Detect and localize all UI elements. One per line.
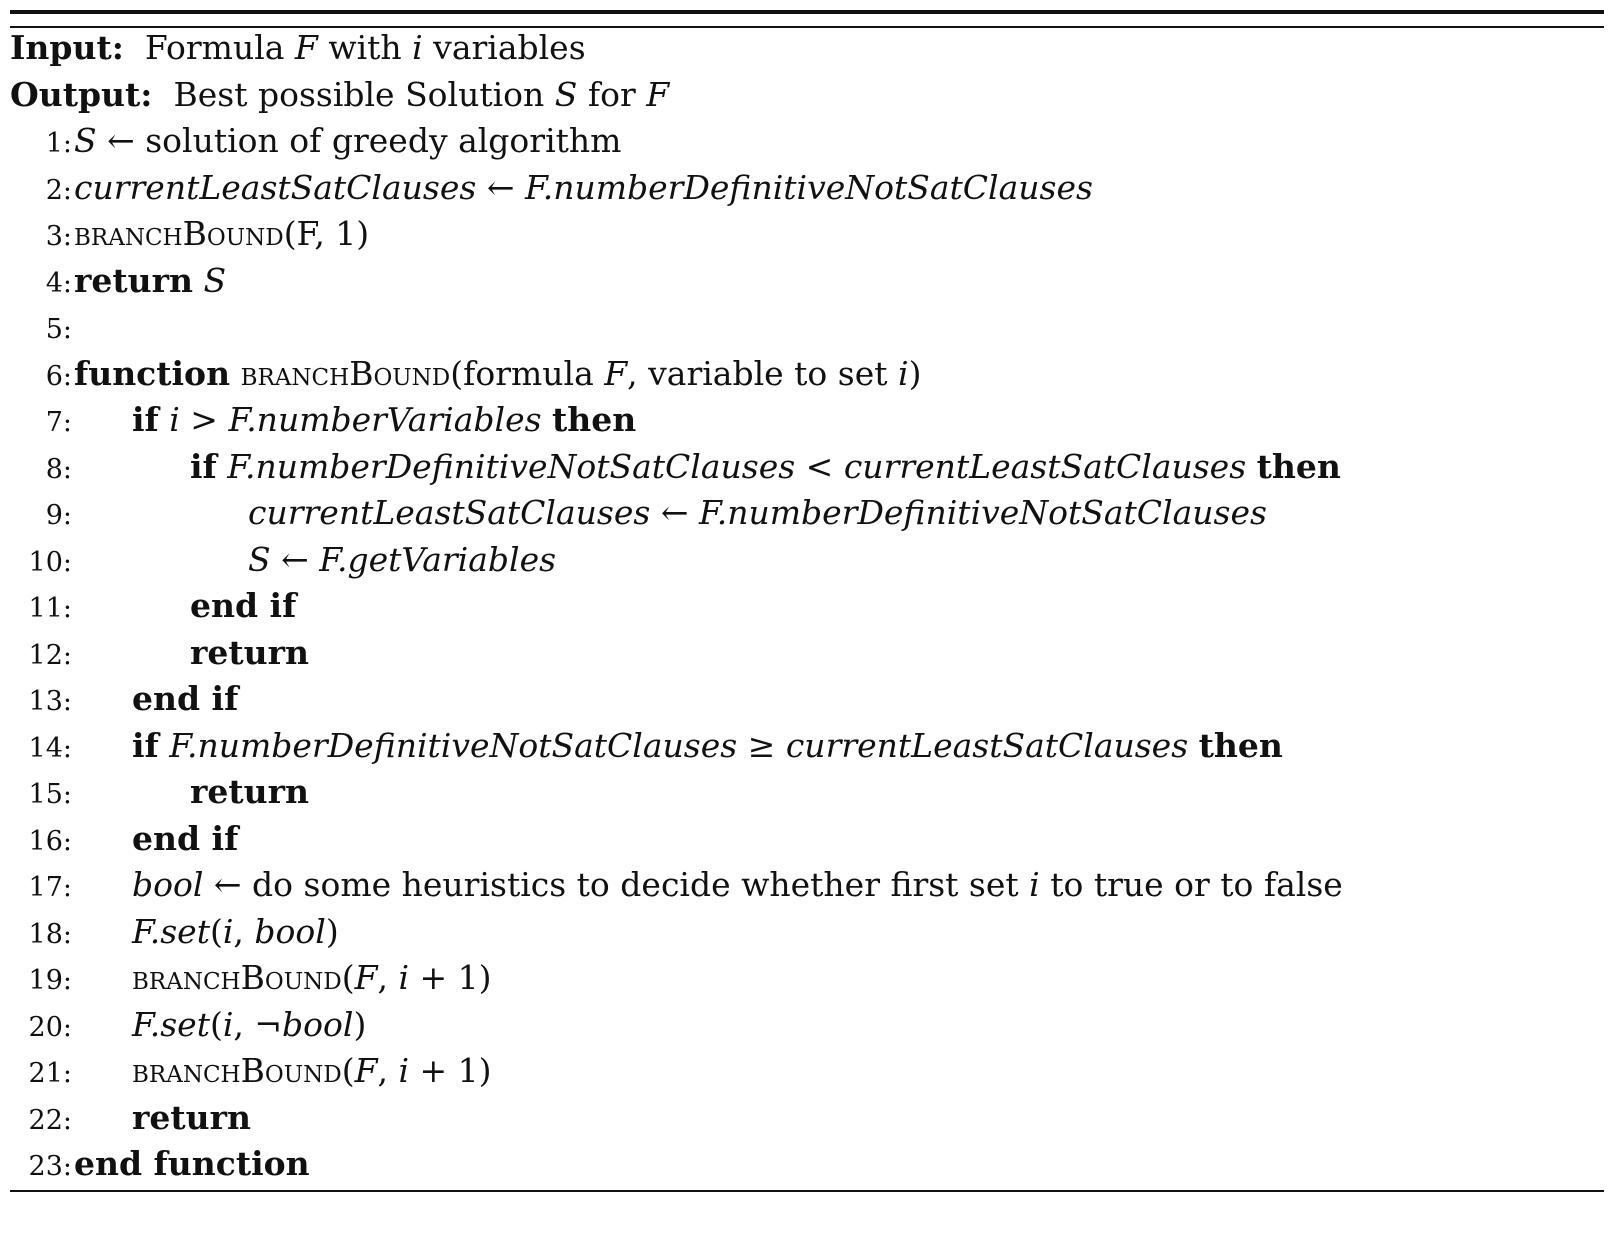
line-number: 15: <box>28 779 72 810</box>
line-content: currentLeastSatClauses ← F.numberDefinit… <box>248 493 1267 532</box>
code-line-9: 9: currentLeastSatClauses ← F.numberDefi… <box>10 493 1267 533</box>
line-content: bool ← do some heuristics to decide whet… <box>132 865 1343 904</box>
line-number: 2: <box>45 175 72 206</box>
line-content: end if <box>132 819 239 858</box>
line-number: 6: <box>45 361 72 392</box>
input-label: Input: <box>10 28 124 67</box>
code-line-11: 11: end if <box>10 586 297 626</box>
line-content: if F.numberDefinitiveNotSatClauses < cur… <box>190 447 1341 486</box>
line-number: 3: <box>45 221 72 252</box>
line-number: 7: <box>45 407 72 438</box>
line-content: branchBound(F, i + 1) <box>132 1051 492 1090</box>
code-line-19: 19: branchBound(F, i + 1) <box>10 958 492 998</box>
line-number: 11: <box>28 593 72 624</box>
code-line-23: 23: end function <box>10 1144 310 1184</box>
line-content: S ← F.getVariables <box>248 540 557 579</box>
line-number: 5: <box>45 314 72 345</box>
line-number: 4: <box>45 268 72 299</box>
line-number: 13: <box>28 686 72 717</box>
line-content: return <box>190 633 309 672</box>
code-line-2: 2: currentLeastSatClauses ← F.numberDefi… <box>10 168 1093 208</box>
line-number: 17: <box>28 872 72 903</box>
code-line-5: 5: <box>10 307 72 347</box>
input-line: Input: Formula F with i variables <box>10 28 586 68</box>
output-label: Output: <box>10 75 153 114</box>
code-line-21: 21: branchBound(F, i + 1) <box>10 1051 492 1091</box>
line-number: 12: <box>28 640 72 671</box>
line-number: 22: <box>28 1105 72 1136</box>
code-line-7: 7: if i > F.numberVariables then <box>10 400 637 440</box>
line-number: 19: <box>28 965 72 996</box>
code-line-17: 17: bool ← do some heuristics to decide … <box>10 865 1343 905</box>
input-text: Formula F with i variables <box>144 28 586 67</box>
code-line-6: 6: function branchBound(formula F, varia… <box>10 354 922 394</box>
line-content: if i > F.numberVariables then <box>132 400 637 439</box>
output-text: Best possible Solution S for F <box>173 75 670 114</box>
line-number: 10: <box>28 547 72 578</box>
caption-rule <box>10 26 1604 28</box>
code-line-15: 15: return <box>10 772 309 812</box>
code-line-3: 3: branchBound(F, 1) <box>10 214 369 254</box>
line-content: function branchBound(formula F, variable… <box>74 354 922 393</box>
code-line-13: 13: end if <box>10 679 239 719</box>
line-content: return <box>132 1098 251 1137</box>
code-line-14: 14: if F.numberDefinitiveNotSatClauses ≥… <box>10 726 1283 766</box>
code-line-12: 12: return <box>10 633 309 673</box>
line-content: F.set(i, bool) <box>132 912 339 951</box>
code-line-22: 22: return <box>10 1098 251 1138</box>
bottom-rule <box>10 1190 1604 1192</box>
output-line: Output: Best possible Solution S for F <box>10 75 669 115</box>
line-content: end if <box>190 586 297 625</box>
line-content: S ← solution of greedy algorithm <box>74 121 622 160</box>
line-content: branchBound(F, i + 1) <box>132 958 492 997</box>
line-number: 14: <box>28 733 72 764</box>
line-number: 8: <box>45 454 72 485</box>
line-content: end if <box>132 679 239 718</box>
line-content: currentLeastSatClauses ← F.numberDefinit… <box>74 168 1093 207</box>
code-line-8: 8: if F.numberDefinitiveNotSatClauses < … <box>10 447 1341 487</box>
line-content: end function <box>74 1144 310 1183</box>
code-line-16: 16: end if <box>10 819 239 859</box>
line-number: 9: <box>45 500 72 531</box>
line-number: 20: <box>28 1012 72 1043</box>
code-line-10: 10: S ← F.getVariables <box>10 540 557 580</box>
line-content: return <box>190 772 309 811</box>
line-content: branchBound(F, 1) <box>74 214 370 253</box>
code-line-4: 4: return S <box>10 261 226 301</box>
code-line-1: 1: S ← solution of greedy algorithm <box>10 121 622 161</box>
line-number: 16: <box>28 826 72 857</box>
line-content: return S <box>74 261 227 300</box>
line-number: 1: <box>45 128 72 159</box>
line-content: F.set(i, ¬bool) <box>132 1005 367 1044</box>
code-line-20: 20: F.set(i, ¬bool) <box>10 1005 367 1045</box>
top-rule <box>10 10 1604 14</box>
line-number: 23: <box>28 1151 72 1182</box>
line-content: if F.numberDefinitiveNotSatClauses ≥ cur… <box>132 726 1283 765</box>
line-number: 21: <box>28 1058 72 1089</box>
line-number: 18: <box>28 919 72 950</box>
code-line-18: 18: F.set(i, bool) <box>10 912 339 952</box>
